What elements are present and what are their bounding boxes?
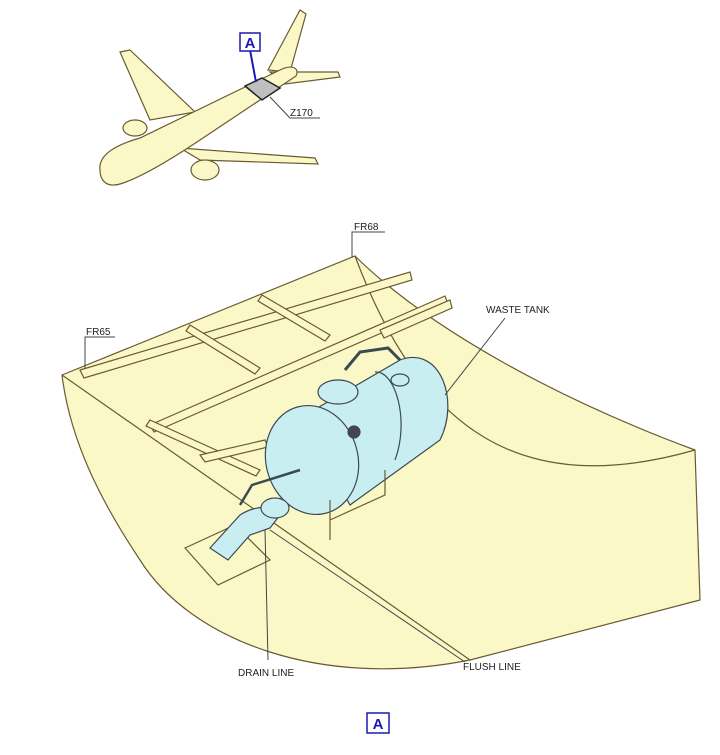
waste-tank (209, 346, 449, 561)
zone-label: Z170 (290, 108, 313, 119)
aircraft-vertical-stabilizer (267, 9, 307, 73)
floor-beams (79, 271, 453, 477)
skin-inner-curve (354, 255, 696, 467)
tank-support (329, 470, 386, 540)
frame-fr65-label: FR65 (86, 327, 111, 338)
waste-tank-leader (444, 317, 506, 396)
view-a-label: A (373, 716, 384, 733)
aircraft-engine-left (122, 119, 148, 137)
tank-pipe-upper (343, 346, 402, 371)
ref-a-leader (249, 49, 257, 83)
tank-top-fitting (317, 379, 359, 405)
frame-fr68-label: FR68 (354, 222, 379, 233)
ref-a-box-bottom (366, 712, 390, 734)
flush-line-label: FLUSH LINE (463, 662, 521, 673)
tank-level-sensor (347, 425, 361, 439)
ref-a-box-top (239, 32, 261, 52)
aircraft-left-wing (119, 49, 197, 121)
drain-line-label: DRAIN LINE (238, 668, 294, 679)
aircraft-engine-right (190, 159, 220, 181)
z170-leader (269, 96, 320, 119)
flush-pipe (238, 468, 301, 506)
ref-a-top: A (245, 35, 256, 52)
flush-line-leader (269, 529, 466, 663)
waste-tank-label: WASTE TANK (486, 305, 550, 316)
aircraft-locator (99, 9, 341, 186)
fr68-leader (351, 231, 385, 257)
aircraft-fuselage (99, 66, 298, 186)
aircraft-right-wing (179, 147, 319, 165)
fr65-leader (84, 336, 115, 368)
drain-line-leader (264, 529, 269, 661)
